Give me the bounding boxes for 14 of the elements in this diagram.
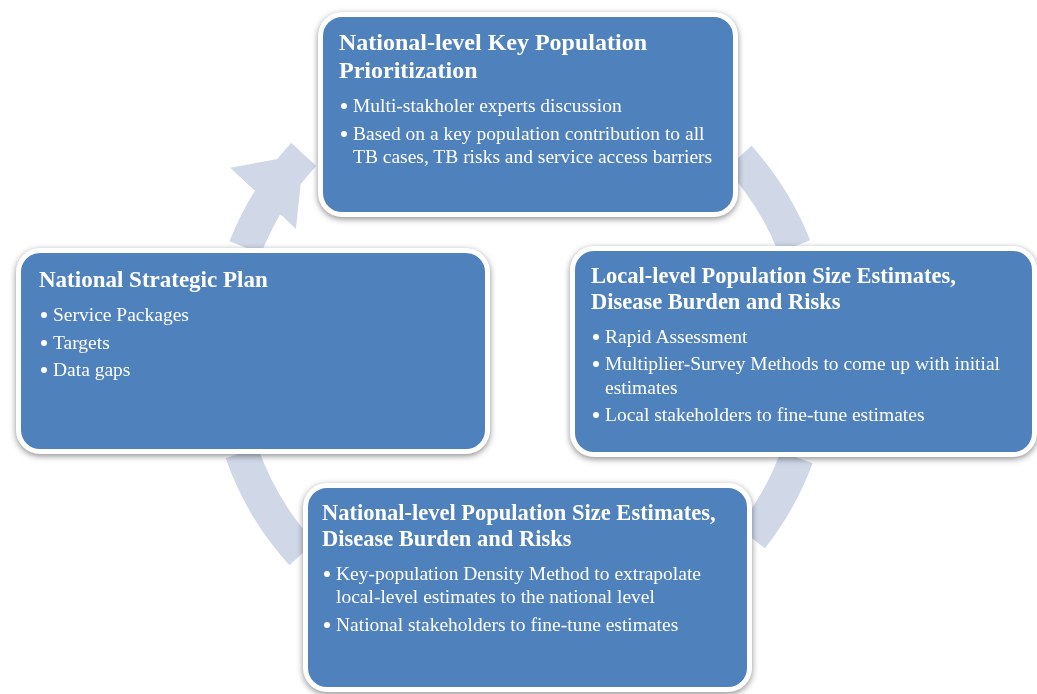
stage-heading: National-level Population Size Estimates, Disease Burden and Risks [322, 500, 717, 552]
bullet-text: National stakeholders to fine-tune estimates [336, 613, 679, 635]
bullet-text: Based on a key population contribution to all TB cases, TB risks and service access barriers [353, 122, 713, 167]
stage-heading: National-level Key Population Prioritization [339, 29, 648, 85]
bullet-text: Multi-stakholer experts discussion [353, 95, 622, 117]
bullet-text: Targets [53, 331, 110, 353]
bullet-text: Multiplier-Survey Methods to come up with initial estimates [605, 353, 1000, 398]
bullet-text: Data gaps [53, 359, 131, 381]
bullet-text: Service Packages [53, 304, 189, 326]
bullet-text: Rapid Assessment [605, 325, 748, 347]
stage-heading: Local-level Population Size Estimates, Disease Burden and Risks [591, 263, 957, 315]
bullet-text: Local stakeholders to fine-tune estimates [605, 403, 925, 425]
bullet-text: Key-population Density Method to extrapolate local-level estimates to the national level [336, 562, 701, 608]
stage-heading: National Strategic Plan [39, 267, 269, 294]
